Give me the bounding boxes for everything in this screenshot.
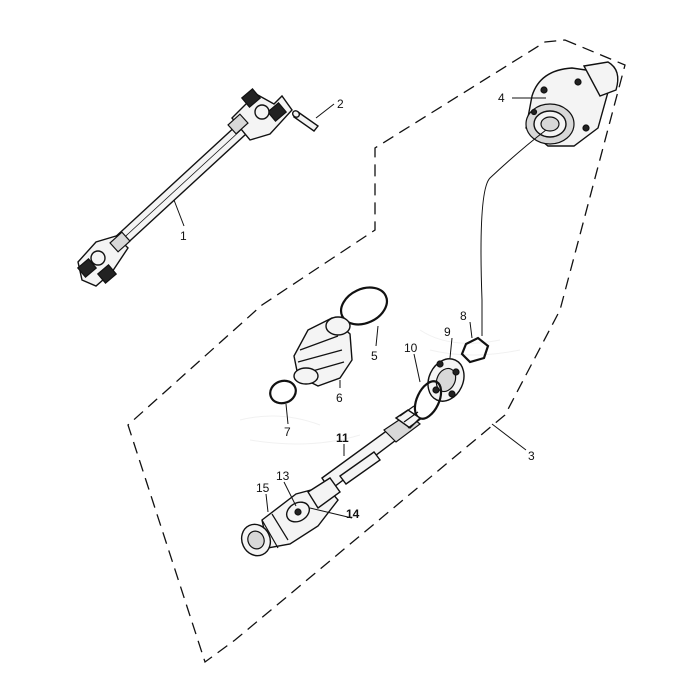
assembly-dashed-boundary <box>127 39 626 664</box>
callout-3: 3 <box>528 449 535 463</box>
cv-joint-part <box>240 477 341 557</box>
splined-shaft-part <box>321 405 423 492</box>
callout-6: 6 <box>336 391 343 405</box>
background-texture <box>239 329 521 445</box>
bearing-hub-part <box>427 358 465 402</box>
callout-9: 9 <box>444 325 451 339</box>
callout-11: 11 <box>336 431 349 445</box>
drive-shaft-part <box>76 88 293 287</box>
callout-14: 14 <box>346 507 360 521</box>
boot-part <box>293 316 353 387</box>
callout-2: 2 <box>337 97 344 111</box>
callout-labels: 1 2 3 4 5 6 7 8 9 10 11 13 14 15 <box>180 91 535 521</box>
callout-15: 15 <box>256 481 270 495</box>
callout-4: 4 <box>498 91 505 105</box>
flange-housing-part <box>525 61 619 147</box>
callout-1: 1 <box>180 229 187 243</box>
pin-part <box>291 110 320 132</box>
callout-7: 7 <box>284 425 291 439</box>
callout-8: 8 <box>460 309 467 323</box>
lower-universal-joint <box>76 231 131 287</box>
callout-13: 13 <box>276 469 290 483</box>
large-seal-ring-part <box>339 286 389 326</box>
small-ring-part <box>269 379 297 405</box>
leader-lines <box>173 97 547 519</box>
callout-5: 5 <box>371 349 378 363</box>
callout-10: 10 <box>404 341 418 355</box>
small-seal-part <box>460 336 490 364</box>
upper-universal-joint <box>227 88 293 141</box>
